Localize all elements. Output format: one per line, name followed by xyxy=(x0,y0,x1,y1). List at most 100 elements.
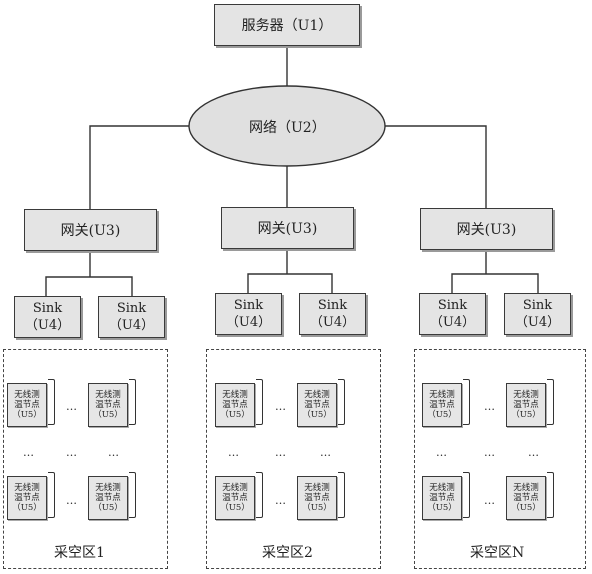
sink-id: （U4） xyxy=(514,315,561,330)
node-label: 无线测 xyxy=(222,390,248,400)
gateway-2-label: 网关(U3) xyxy=(257,221,318,237)
node-label: 温节点 xyxy=(95,400,121,410)
node-id: （U5） xyxy=(427,503,457,513)
node-label: 无线测 xyxy=(222,483,248,493)
link-gateway-2-sinks xyxy=(247,273,333,293)
link-gateway-3-sinks xyxy=(451,273,539,293)
node-label: 无线测 xyxy=(95,390,121,400)
node-label: 温节点 xyxy=(304,493,330,503)
node-id: （U5） xyxy=(220,410,250,420)
gateway-1-box: 网关(U3) xyxy=(24,209,157,251)
ellipsis: … xyxy=(23,446,35,459)
node-label: 无线测 xyxy=(95,483,121,493)
ellipsis: … xyxy=(228,446,240,459)
node-bracket xyxy=(463,472,470,518)
sink-label: Sink xyxy=(437,298,468,313)
node-label: 无线测 xyxy=(304,483,330,493)
ellipsis: … xyxy=(66,400,78,413)
zone-2-label: 采空区2 xyxy=(262,545,313,561)
ellipsis: … xyxy=(484,446,496,459)
sink-box: Sink （U4） xyxy=(14,296,81,338)
node-id: （U5） xyxy=(220,503,250,513)
sink-box: Sink （U4） xyxy=(504,293,571,335)
node-label: 温节点 xyxy=(222,493,248,503)
node-label: 无线测 xyxy=(513,390,539,400)
gateway-1-label: 网关(U3) xyxy=(60,223,121,239)
node-label: 无线测 xyxy=(429,390,455,400)
link-network-gateway-3 xyxy=(385,125,487,208)
sink-label: Sink xyxy=(32,301,63,316)
node-bracket xyxy=(547,472,554,518)
node-id: （U5） xyxy=(12,410,42,420)
sink-id: （U4） xyxy=(24,318,71,333)
gateway-3-box: 网关(U3) xyxy=(420,208,553,250)
node-id: （U5） xyxy=(12,503,42,513)
node-box: 无线测温节点（U5） xyxy=(422,383,462,427)
node-bracket xyxy=(547,379,554,425)
node-label: 温节点 xyxy=(14,400,40,410)
node-label: 温节点 xyxy=(513,400,539,410)
ellipsis: … xyxy=(275,494,287,507)
sink-label: Sink xyxy=(233,298,264,313)
node-box: 无线测温节点（U5） xyxy=(88,476,128,520)
node-label: 温节点 xyxy=(95,493,121,503)
ellipsis: … xyxy=(436,446,448,459)
node-label: 无线测 xyxy=(429,483,455,493)
ellipsis: … xyxy=(275,446,287,459)
node-label: 温节点 xyxy=(14,493,40,503)
sink-box: Sink （U4） xyxy=(419,293,486,335)
node-box: 无线测温节点（U5） xyxy=(422,476,462,520)
node-id: （U5） xyxy=(302,503,332,513)
node-label: 无线测 xyxy=(513,483,539,493)
server-box: 服务器（U1） xyxy=(214,4,360,46)
zone-1-label: 采空区1 xyxy=(54,545,105,561)
node-id: （U5） xyxy=(511,503,541,513)
ellipsis: … xyxy=(528,446,540,459)
gateway-2-box: 网关(U3) xyxy=(221,207,354,249)
network-label: 网络（U2） xyxy=(249,120,326,136)
node-bracket xyxy=(129,379,136,425)
zone-n xyxy=(414,349,586,569)
node-id: （U5） xyxy=(302,410,332,420)
node-label: 无线测 xyxy=(304,390,330,400)
node-id: （U5） xyxy=(511,410,541,420)
node-box: 无线测温节点（U5） xyxy=(7,383,47,427)
link-network-gateway-1 xyxy=(89,125,189,209)
node-label: 温节点 xyxy=(429,493,455,503)
node-label: 温节点 xyxy=(513,493,539,503)
node-label: 温节点 xyxy=(304,400,330,410)
node-bracket xyxy=(48,379,55,425)
zone-n-label: 采空区N xyxy=(470,545,525,561)
ellipsis: … xyxy=(320,446,332,459)
node-box: 无线测温节点（U5） xyxy=(297,383,337,427)
node-box: 无线测温节点（U5） xyxy=(88,383,128,427)
sink-id: （U4） xyxy=(225,315,272,330)
ellipsis: … xyxy=(275,400,287,413)
ellipsis: … xyxy=(484,400,496,413)
node-id: （U5） xyxy=(93,503,123,513)
sink-label: Sink xyxy=(522,298,553,313)
sink-box: Sink （U4） xyxy=(215,293,282,335)
node-bracket xyxy=(463,379,470,425)
node-box: 无线测温节点（U5） xyxy=(7,476,47,520)
node-bracket xyxy=(256,379,263,425)
node-id: （U5） xyxy=(93,410,123,420)
node-bracket xyxy=(256,472,263,518)
sink-label: Sink xyxy=(116,301,147,316)
ellipsis: … xyxy=(66,446,78,459)
node-box: 无线测温节点（U5） xyxy=(506,383,546,427)
ellipsis: … xyxy=(108,446,120,459)
zone-2 xyxy=(206,349,381,569)
node-bracket xyxy=(129,472,136,518)
node-box: 无线测温节点（U5） xyxy=(215,383,255,427)
sink-id: （U4） xyxy=(309,315,356,330)
node-label: 无线测 xyxy=(14,390,40,400)
node-label: 无线测 xyxy=(14,483,40,493)
node-label: 温节点 xyxy=(429,400,455,410)
node-box: 无线测温节点（U5） xyxy=(215,476,255,520)
node-id: （U5） xyxy=(427,410,457,420)
sink-label: Sink xyxy=(317,298,348,313)
ellipsis: … xyxy=(66,494,78,507)
node-box: 无线测温节点（U5） xyxy=(506,476,546,520)
